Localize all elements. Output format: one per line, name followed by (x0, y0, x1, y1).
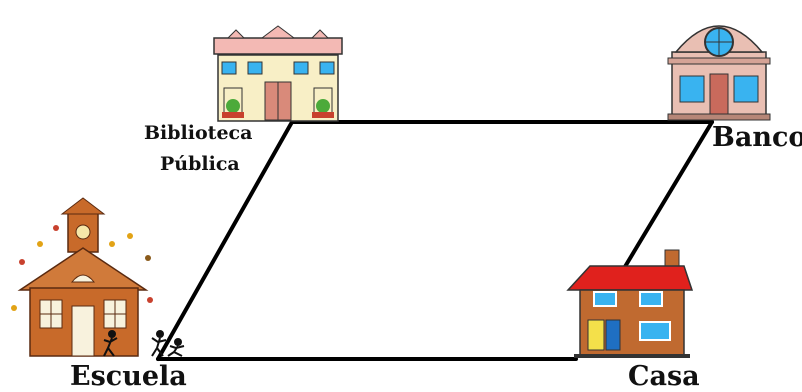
bank-label: Banco (712, 124, 802, 151)
bank-building-icon (668, 26, 770, 120)
library-building-icon (214, 26, 342, 121)
schoolhouse-icon (11, 198, 184, 356)
library-label-line2: Pública (160, 155, 240, 174)
school-label: Escuela (70, 363, 187, 390)
home-label: Casa (628, 363, 700, 390)
house-icon (568, 250, 692, 358)
library-label-line1: Biblioteca (144, 124, 252, 143)
